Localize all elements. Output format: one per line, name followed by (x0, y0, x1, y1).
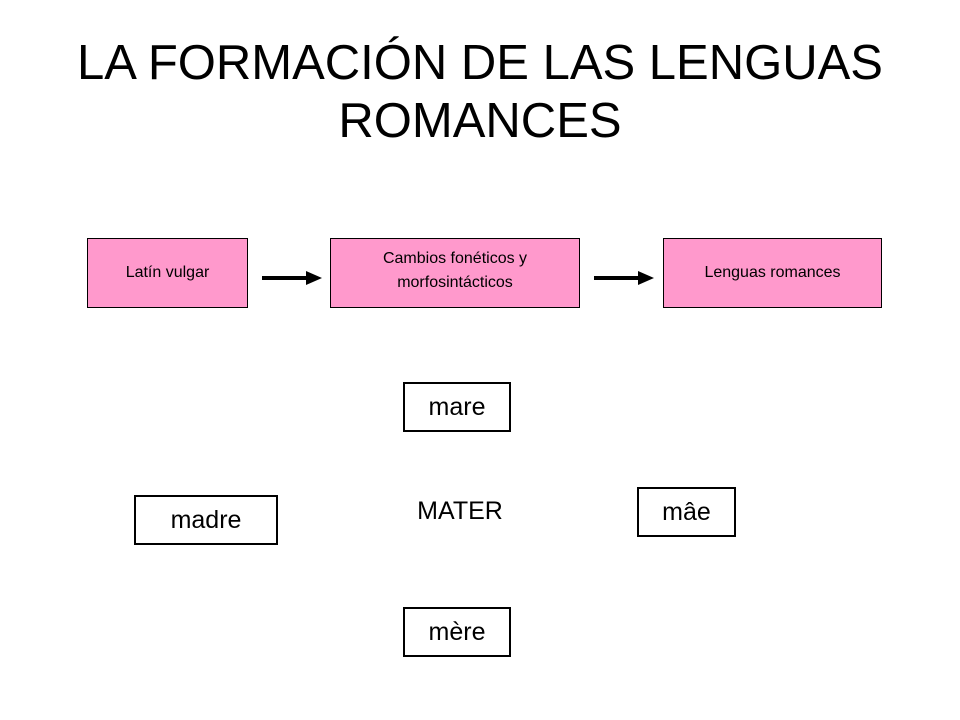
page-title: LA FORMACIÓN DE LAS LENGUAS ROMANCES (77, 36, 883, 148)
arrow-right-icon (262, 271, 322, 285)
flow-box-cambios: Cambios fonéticos y morfosintácticos (330, 238, 580, 308)
word-box-mae: mâe (637, 487, 736, 537)
word-label: mare (428, 393, 486, 421)
flow-box-label: Lenguas romances (704, 264, 841, 281)
word-label: mâe (662, 498, 711, 526)
flow-box-label-line2: morfosintácticos (397, 274, 513, 291)
arrow-right-icon (594, 271, 654, 285)
word-label: madre (170, 506, 242, 534)
word-label: mère (428, 618, 486, 646)
flow-box-lenguas-romances: Lenguas romances (663, 238, 882, 308)
word-box-mare: mare (403, 382, 511, 432)
flow-box-label: Latín vulgar (125, 264, 210, 281)
source-word-mater: MATER (417, 497, 503, 525)
flow-box-latin-vulgar: Latín vulgar (87, 238, 248, 308)
word-box-madre: madre (134, 495, 278, 545)
flow-box-label-line1: Cambios fonéticos y (382, 250, 528, 267)
word-box-mere: mère (403, 607, 511, 657)
